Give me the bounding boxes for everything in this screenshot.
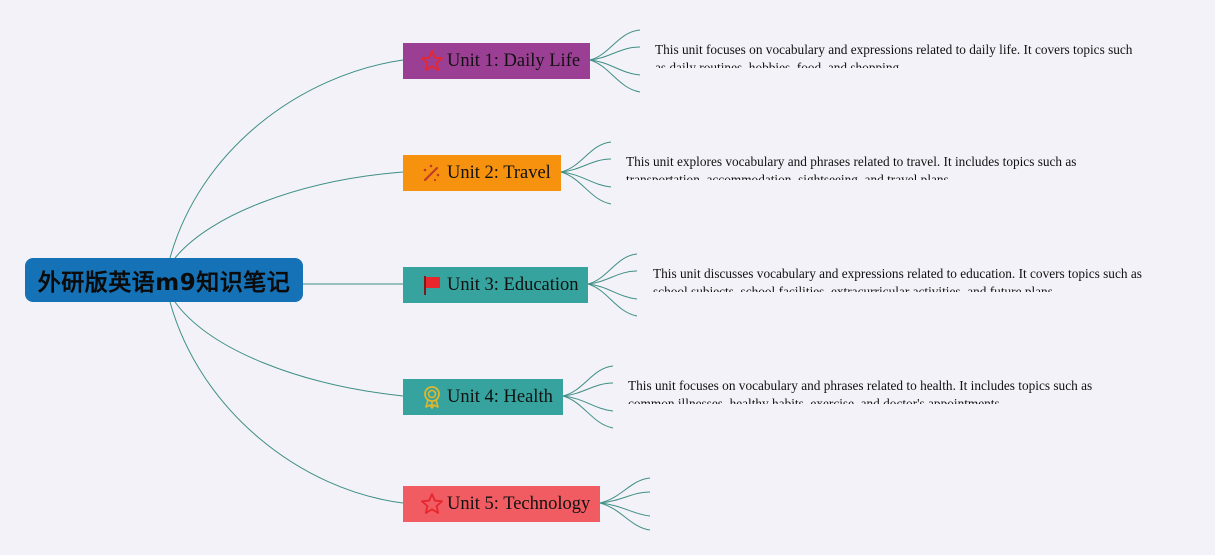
unit-4-description: This unit focuses on vocabulary and phra…	[628, 378, 1093, 404]
topic-unit-4[interactable]: Unit 4: Health	[403, 379, 563, 415]
link-root-unit4	[174, 301, 404, 397]
topic-unit-5[interactable]: Unit 5: Technology	[403, 486, 600, 522]
star-outline-icon	[419, 48, 445, 74]
link-root-unit1	[169, 59, 404, 259]
topic-unit-1[interactable]: Unit 1: Daily Life	[403, 43, 590, 79]
topic-unit-2-label: Unit 2: Travel	[447, 162, 551, 183]
star-outline-icon	[419, 491, 445, 517]
root-topic[interactable]: 外研版英语m9知识笔记	[25, 258, 303, 302]
link-root-unit5	[169, 301, 404, 504]
root-topic-label: 外研版英语m9知识笔记	[37, 270, 291, 296]
topic-unit-3[interactable]: Unit 3: Education	[403, 267, 588, 303]
topic-unit-1-label: Unit 1: Daily Life	[447, 50, 581, 71]
topic-unit-4-label: Unit 4: Health	[447, 386, 553, 407]
link-root-unit2	[174, 171, 404, 259]
magic-wand-icon	[419, 160, 445, 186]
topic-unit-3-label: Unit 3: Education	[447, 274, 579, 295]
award-medal-icon	[419, 384, 445, 410]
unit-2-description: This unit explores vocabulary and phrase…	[626, 154, 1077, 180]
topic-unit-5-label: Unit 5: Technology	[447, 493, 591, 514]
topic-unit-2[interactable]: Unit 2: Travel	[403, 155, 561, 191]
unit-1-description: This unit focuses on vocabulary and expr…	[655, 42, 1133, 68]
unit-3-description: This unit discusses vocabulary and expre…	[653, 266, 1142, 292]
red-flag-icon	[419, 272, 445, 298]
